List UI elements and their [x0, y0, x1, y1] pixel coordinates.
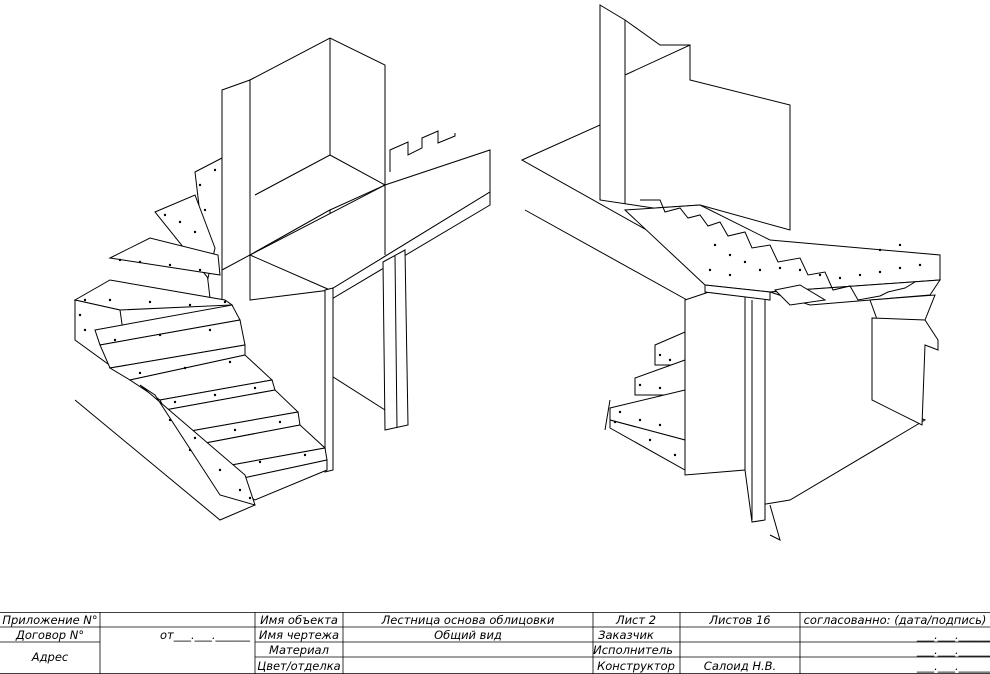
drawing-name-value: Общий вид	[434, 628, 502, 642]
left-support-posts	[324, 249, 409, 473]
designer-name: Салоид Н.В.	[704, 659, 776, 673]
designer-label: Конструктор	[597, 659, 675, 673]
left-lower-flight	[108, 344, 328, 506]
approval-header: согласованно: (дата/подпись)	[804, 613, 987, 627]
left-upper-landing	[248, 130, 491, 301]
material-label: Материал	[269, 643, 330, 657]
drawing-name-label: Имя чертежа	[259, 628, 339, 642]
sheets-total: Листов 16	[708, 613, 770, 627]
contract-date-field: от___.___.______	[160, 628, 250, 642]
right-fastener-dots	[613, 243, 922, 457]
right-central-column	[684, 279, 766, 523]
executor-label: Исполнитель	[593, 643, 673, 657]
left-winder-flight	[73, 157, 246, 382]
customer-label: Заказчик	[598, 628, 654, 642]
right-staircase-view	[520, 4, 941, 541]
contract-number-label: Договор N°	[15, 628, 84, 642]
left-floor-outline	[74, 399, 256, 521]
left-fastener-dots	[78, 168, 307, 500]
approval-date-3: ___.___.______	[916, 659, 990, 673]
left-staircase-view	[73, 37, 491, 521]
address-label: Адрес	[31, 650, 69, 664]
color-finish-label: Цвет/отделка	[257, 659, 340, 673]
approval-date-2: ___.___.______	[916, 643, 990, 657]
object-name-label: Имя объекта	[260, 613, 338, 627]
right-upper-landing	[623, 199, 941, 426]
object-name-value: Лестница основа облицовки	[381, 613, 555, 627]
approval-date-1: ___.___.______	[916, 628, 990, 642]
staircase-drawing	[73, 4, 941, 541]
appendix-number-label: Приложение N°	[2, 613, 97, 627]
sheet-number: Лист 2	[615, 613, 656, 627]
title-block: Приложение N° Имя объекта Лестница основ…	[0, 612, 990, 674]
right-lower-flight	[609, 331, 686, 471]
